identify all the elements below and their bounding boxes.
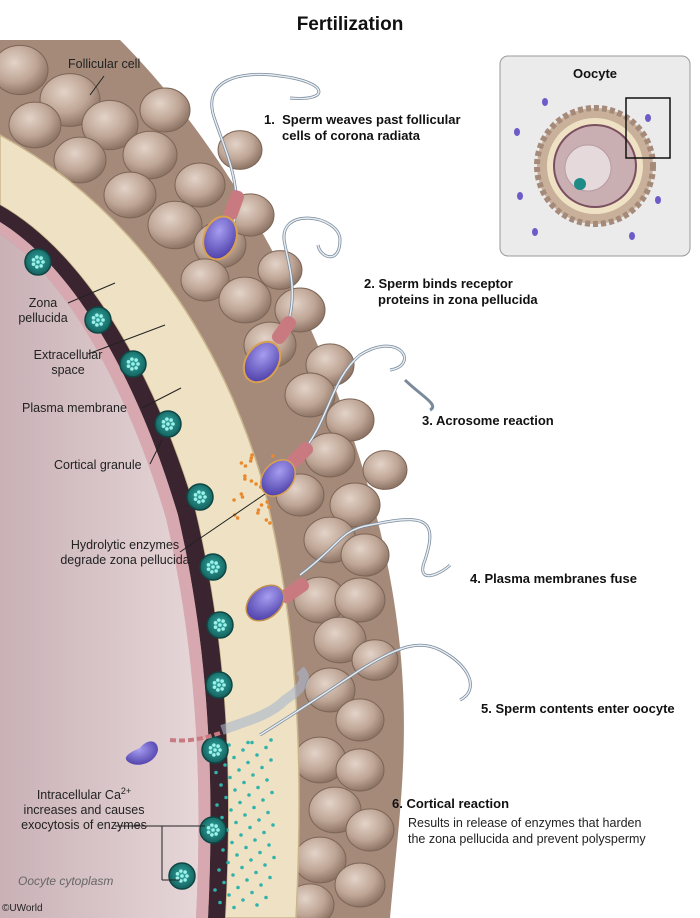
cortical-granules bbox=[24, 248, 234, 890]
follicular-cell bbox=[313, 616, 367, 664]
cortical-granule bbox=[186, 483, 214, 511]
extracellular-space bbox=[0, 205, 229, 918]
step-2: 2. Sperm binds receptor proteins in zona… bbox=[364, 276, 538, 307]
intracellular-ca-label: Intracellular Ca2+ increases and causes … bbox=[21, 786, 147, 833]
plasma-membrane bbox=[0, 222, 211, 918]
follicular-cell bbox=[180, 258, 230, 302]
follicular-cell bbox=[335, 698, 385, 742]
released-enzymes bbox=[213, 738, 276, 910]
follicular-cell bbox=[103, 171, 157, 219]
sperm-2 bbox=[242, 216, 342, 384]
follicular-cell bbox=[139, 87, 191, 133]
follicular-cell-label: Follicular cell bbox=[68, 57, 141, 71]
page-title: Fertilization bbox=[296, 14, 404, 35]
cortical-granule-label: Cortical granule bbox=[54, 458, 142, 472]
leader-lines bbox=[67, 75, 266, 881]
sperm-5 bbox=[125, 643, 472, 765]
follicular-cell bbox=[329, 482, 381, 528]
follicular-cell bbox=[345, 808, 395, 852]
step-6-description: Results in release of enzymes that harde… bbox=[408, 816, 646, 846]
follicular-cell bbox=[335, 748, 385, 792]
step-5: 5. Sperm contents enter oocyte bbox=[481, 701, 675, 716]
cortical-granule bbox=[199, 816, 227, 844]
step-6: 6. Cortical reaction bbox=[392, 796, 510, 811]
plasma-membrane-label: Plasma membrane bbox=[22, 401, 127, 415]
step-4: 4. Plasma membranes fuse bbox=[470, 571, 637, 586]
oocyte-inset bbox=[499, 55, 691, 257]
cortical-granule bbox=[205, 671, 233, 699]
follicular-cell bbox=[81, 99, 139, 151]
follicular-cell bbox=[284, 372, 336, 418]
follicular-cell bbox=[362, 450, 408, 490]
follicular-cell bbox=[257, 250, 303, 290]
follicular-cell bbox=[218, 276, 272, 324]
cortical-granule bbox=[24, 248, 52, 276]
follicular-cell bbox=[8, 101, 62, 149]
step-1: 1. Sperm weaves past follicular cells of… bbox=[264, 112, 461, 143]
sperm-4 bbox=[245, 518, 452, 622]
cortical-granule bbox=[119, 350, 147, 378]
follicular-cell bbox=[334, 577, 386, 623]
cortical-granule bbox=[201, 736, 229, 764]
follicular-cell bbox=[340, 533, 390, 577]
cortical-granule bbox=[206, 611, 234, 639]
sperm-1 bbox=[202, 72, 321, 261]
oocyte-cytoplasm-label: Oocyte cytoplasm bbox=[18, 874, 114, 888]
follicular-cell bbox=[122, 130, 178, 180]
step-3: 3. Acrosome reaction bbox=[422, 413, 554, 428]
follicular-cell bbox=[147, 200, 203, 250]
follicular-cell bbox=[334, 862, 386, 908]
cortical-granule bbox=[168, 862, 196, 890]
follicular-cell bbox=[53, 136, 107, 184]
follicular-cell bbox=[174, 162, 226, 208]
cortical-granule bbox=[199, 553, 227, 581]
copyright: ©UWorld bbox=[2, 903, 43, 914]
sperm-3 bbox=[260, 344, 434, 497]
follicular-cell bbox=[0, 44, 49, 96]
cortical-granule bbox=[84, 306, 112, 334]
inset-title: Oocyte bbox=[572, 66, 618, 81]
cortical-granule bbox=[154, 410, 182, 438]
